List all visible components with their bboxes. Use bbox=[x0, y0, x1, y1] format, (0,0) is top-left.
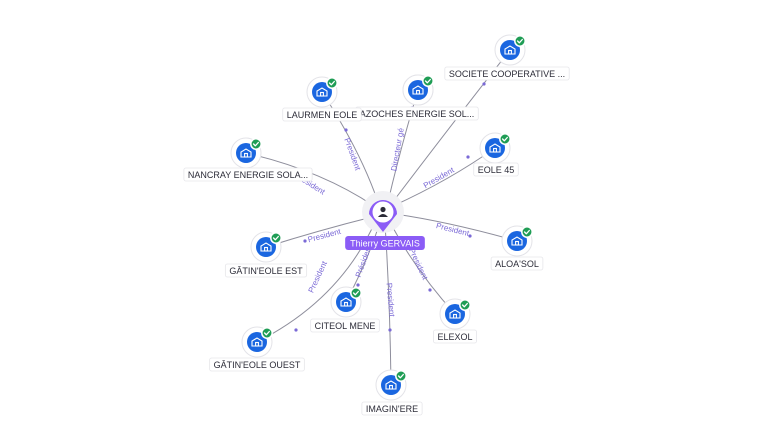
building-icon bbox=[489, 143, 501, 153]
edge-role-label: President bbox=[422, 165, 456, 190]
company-node-nancray[interactable]: NANCRAY ENERGIE SOLA... bbox=[183, 137, 313, 182]
edge-arrow bbox=[466, 155, 470, 159]
company-name: NANCRAY ENERGIE SOLA... bbox=[188, 170, 308, 180]
company-name: ALOA'SOL bbox=[495, 259, 539, 269]
person-icon bbox=[378, 206, 388, 217]
company-name: IMAGIN'ERE bbox=[366, 404, 418, 414]
verified-check-icon bbox=[499, 133, 511, 145]
edge-role-label: President bbox=[407, 247, 430, 282]
company-name: ELEXOL bbox=[437, 332, 472, 342]
company-node-societe-cooperative[interactable]: SOCIETE COOPERATIVE ... bbox=[444, 34, 570, 81]
edge-role-label: Directeur gé bbox=[389, 127, 406, 172]
verified-check-icon bbox=[514, 35, 526, 47]
verified-check-icon bbox=[459, 299, 471, 311]
edge-role-label: President bbox=[385, 283, 397, 318]
building-icon bbox=[412, 85, 424, 95]
building-icon bbox=[385, 380, 397, 390]
company-name: CITEOL MENE bbox=[315, 321, 376, 331]
edge-arrow bbox=[294, 328, 298, 332]
company-label: LAURMEN EOLE bbox=[282, 107, 362, 122]
verified-check-icon bbox=[326, 77, 338, 89]
building-icon bbox=[504, 45, 516, 55]
building-icon bbox=[449, 309, 461, 319]
company-label: SOCIETE COOPERATIVE ... bbox=[444, 66, 570, 81]
company-node-eole45[interactable]: EOLE 45 bbox=[473, 132, 519, 177]
person-node[interactable]: Thierry GERVAIS bbox=[345, 191, 425, 250]
edge-eole45: President bbox=[392, 147, 496, 207]
company-name: GÂTIN'EOLE EST bbox=[229, 266, 303, 276]
building-icon bbox=[511, 236, 523, 246]
edge-line bbox=[245, 152, 375, 207]
company-node-citeol[interactable]: CITEOL MENE bbox=[310, 286, 380, 333]
company-name: SOCIETE COOPERATIVE ... bbox=[449, 69, 565, 79]
company-node-imaginere[interactable]: IMAGIN'ERE bbox=[361, 369, 423, 416]
company-name: LAURMEN EOLE bbox=[287, 110, 358, 120]
edge-arrow bbox=[428, 288, 432, 292]
edge-role-label: President bbox=[342, 137, 362, 173]
graph-nodes: SOCIETE COOPERATIVE ... AZOCHES ENERGIE S… bbox=[183, 34, 570, 416]
company-label: GÂTIN'EOLE OUEST bbox=[209, 357, 305, 372]
company-label: NANCRAY ENERGIE SOLA... bbox=[183, 167, 313, 182]
edge-arrow bbox=[468, 234, 472, 238]
company-label: GÂTIN'EOLE EST bbox=[224, 263, 308, 278]
company-name: AZOCHES ENERGIE SOL... bbox=[360, 109, 475, 119]
company-name: GÂTIN'EOLE OUEST bbox=[214, 360, 301, 370]
company-node-laurmen[interactable]: LAURMEN EOLE bbox=[282, 76, 362, 122]
company-node-aloasol[interactable]: ALOA'SOL bbox=[490, 225, 544, 271]
building-icon bbox=[251, 337, 263, 347]
verified-check-icon bbox=[261, 327, 273, 339]
verified-check-icon bbox=[395, 370, 407, 382]
building-icon bbox=[316, 87, 328, 97]
company-label: EOLE 45 bbox=[473, 162, 519, 177]
company-node-gatin-est[interactable]: GÂTIN'EOLE EST bbox=[224, 231, 308, 278]
edge-arrow bbox=[356, 283, 360, 287]
verified-check-icon bbox=[270, 232, 282, 244]
company-node-gatin-ouest[interactable]: GÂTIN'EOLE OUEST bbox=[209, 326, 305, 372]
person-name: Thierry GERVAIS bbox=[350, 239, 420, 249]
company-label: ELEXOL bbox=[433, 329, 477, 344]
edge-arrow bbox=[303, 239, 307, 243]
building-icon bbox=[340, 297, 352, 307]
edge-arrow bbox=[482, 82, 486, 86]
person-label: Thierry GERVAIS bbox=[345, 236, 425, 250]
company-node-elexol[interactable]: ELEXOL bbox=[433, 298, 477, 344]
company-label: ALOA'SOL bbox=[490, 256, 544, 271]
edge-role-label: President bbox=[307, 259, 330, 294]
company-node-bazoches[interactable] bbox=[402, 74, 434, 106]
verified-check-icon bbox=[422, 75, 434, 87]
edge-arrow bbox=[344, 128, 348, 132]
building-icon bbox=[240, 148, 252, 158]
building-icon bbox=[260, 242, 272, 252]
company-name: EOLE 45 bbox=[478, 165, 515, 175]
verified-check-icon bbox=[350, 287, 362, 299]
verified-check-icon bbox=[521, 226, 533, 238]
edge-elexol: President bbox=[389, 221, 456, 315]
edge-arrow bbox=[388, 328, 392, 332]
company-label: CITEOL MENE bbox=[310, 318, 380, 333]
company-label: IMAGIN'ERE bbox=[361, 401, 423, 416]
verified-check-icon bbox=[250, 138, 262, 150]
company-label: AZOCHES ENERGIE SOL... bbox=[355, 106, 479, 121]
edge-role-label: President bbox=[435, 221, 471, 238]
